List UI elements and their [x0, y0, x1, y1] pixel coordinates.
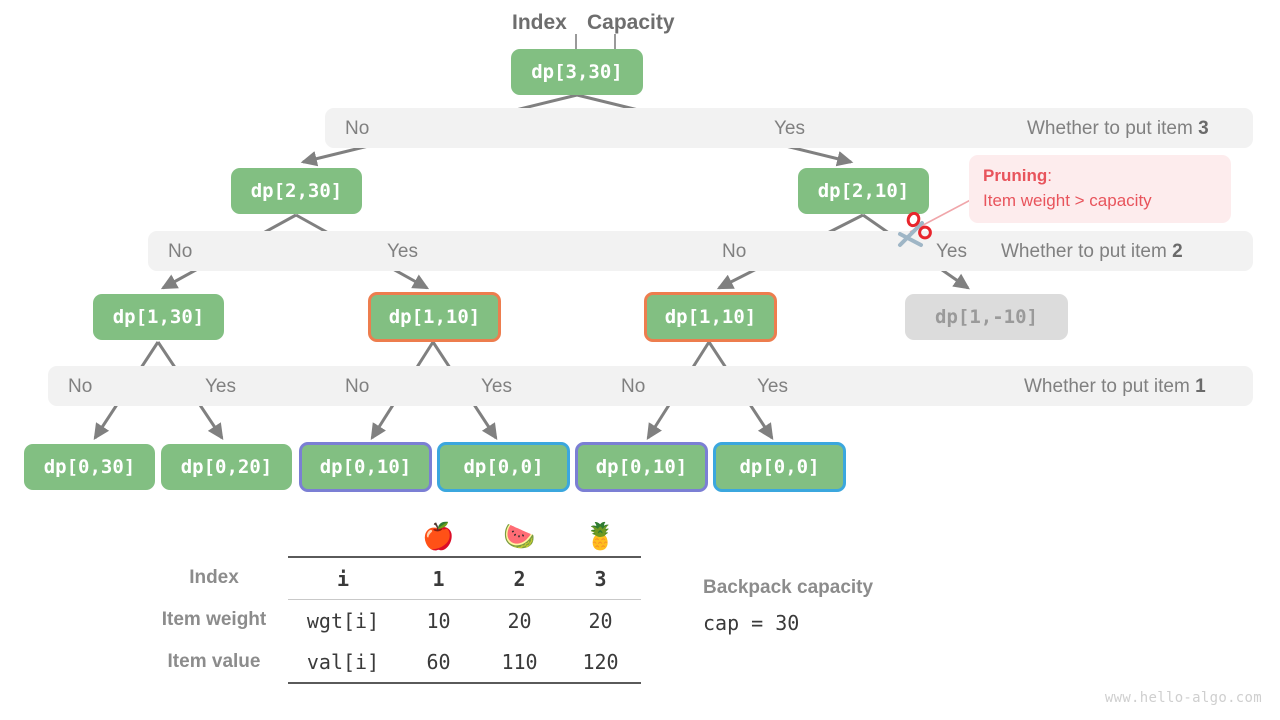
pineapple-icon: 🍍: [584, 520, 617, 551]
row-key-index: i: [288, 556, 398, 600]
branch-label-no: No: [68, 376, 93, 397]
branch-label-yes: Yes: [481, 376, 512, 397]
header-capacity-label: Capacity: [587, 11, 675, 34]
capacity-value: cap = 30: [703, 611, 800, 635]
pruning-callout: Pruning: Item weight > capacity: [969, 155, 1231, 223]
value-value-3: 120: [560, 641, 641, 684]
band-question-1-text: Whether to put item: [1024, 376, 1196, 397]
tree-node-dp-2-10[interactable]: dp[2,10]: [798, 168, 929, 214]
tree-node-dp-1-10-left[interactable]: dp[1,10]: [368, 292, 501, 342]
branch-label-yes: Yes: [936, 241, 967, 262]
band-question-3-text: Whether to put item: [1027, 118, 1199, 139]
band-question-2: Whether to put item 2: [1001, 242, 1183, 261]
tree-node-dp-1-neg10-pruned[interactable]: dp[1,-10]: [905, 294, 1068, 340]
item-spec-table: 🍎 🍉 🍍 Index i 1 2 3 Item weight wgt[i] 1…: [140, 515, 700, 695]
weight-value-2: 20: [507, 608, 532, 633]
table-row-value: Item value val[i] 60 110 120: [140, 641, 641, 684]
weight-value-1: 10: [426, 608, 451, 633]
row-key-weight: wgt[i]: [306, 608, 380, 633]
pruning-colon: :: [1047, 166, 1052, 185]
band-item-2: [148, 231, 1253, 271]
pruning-title: Pruning: [983, 166, 1048, 185]
branch-label-no: No: [345, 376, 370, 397]
table-icon-row-spacer: [140, 515, 288, 557]
tree-leaf-dp-0-0-b[interactable]: dp[0,0]: [713, 442, 846, 492]
table-row-index: Index i 1 2 3: [140, 556, 641, 600]
tree-leaf-dp-0-30[interactable]: dp[0,30]: [24, 444, 155, 490]
value-value-1: 60: [398, 641, 479, 684]
backpack-capacity-note: Backpack capacity cap = 30: [703, 578, 1003, 633]
row-key-value: val[i]: [288, 641, 398, 684]
band-item-3: [325, 108, 1253, 148]
tree-node-dp-1-30[interactable]: dp[1,30]: [93, 294, 224, 340]
row-label-index: Index: [189, 567, 239, 589]
table-icon-key-spacer: [288, 515, 398, 557]
band-question-1: Whether to put item 1: [1024, 377, 1206, 396]
band-item-1: [48, 366, 1253, 406]
row-label-value: Item value: [167, 651, 261, 672]
band-question-3: Whether to put item 3: [1027, 119, 1209, 138]
apple-icon: 🍎: [422, 520, 455, 551]
tree-leaf-dp-0-0-a[interactable]: dp[0,0]: [437, 442, 570, 492]
band-question-3-item: 3: [1198, 118, 1209, 139]
table-icon-row: 🍎 🍉 🍍: [140, 515, 641, 557]
watermelon-icon: 🍉: [503, 520, 536, 551]
pruning-reason: Item weight > capacity: [983, 190, 1152, 210]
index-value-1: 1: [398, 556, 479, 600]
branch-label-yes: Yes: [774, 118, 805, 139]
band-question-1-item: 1: [1195, 376, 1206, 397]
tree-node-dp-1-10-right[interactable]: dp[1,10]: [644, 292, 777, 342]
value-value-2: 110: [479, 641, 560, 684]
branch-label-yes: Yes: [387, 241, 418, 262]
pruning-title-line: Pruning:: [983, 164, 1217, 189]
header-index-label: Index: [512, 11, 567, 34]
branch-label-no: No: [621, 376, 646, 397]
band-question-2-item: 2: [1172, 241, 1183, 262]
row-label-weight: Item weight: [161, 609, 267, 631]
branch-label-no: No: [722, 241, 747, 262]
tree-leaf-dp-0-10-b[interactable]: dp[0,10]: [575, 442, 708, 492]
index-value-2: 2: [479, 556, 560, 600]
branch-label-yes: Yes: [757, 376, 788, 397]
watermark: www.hello-algo.com: [1104, 690, 1262, 706]
tree-leaf-dp-0-20[interactable]: dp[0,20]: [161, 444, 292, 490]
index-value-3: 3: [560, 556, 641, 600]
branch-label-yes: Yes: [205, 376, 236, 397]
scissors-icon: [898, 212, 932, 247]
table-row-weight: Item weight wgt[i] 10 20 20: [140, 600, 641, 642]
branch-label-no: No: [168, 241, 193, 262]
tree-leaf-dp-0-10-a[interactable]: dp[0,10]: [299, 442, 432, 492]
weight-value-3: 20: [588, 608, 613, 633]
tree-node-dp-3-30[interactable]: dp[3,30]: [511, 49, 643, 95]
tree-node-dp-2-30[interactable]: dp[2,30]: [231, 168, 362, 214]
capacity-title: Backpack capacity: [703, 577, 874, 598]
band-question-2-text: Whether to put item: [1001, 241, 1173, 262]
branch-label-no: No: [345, 118, 370, 139]
